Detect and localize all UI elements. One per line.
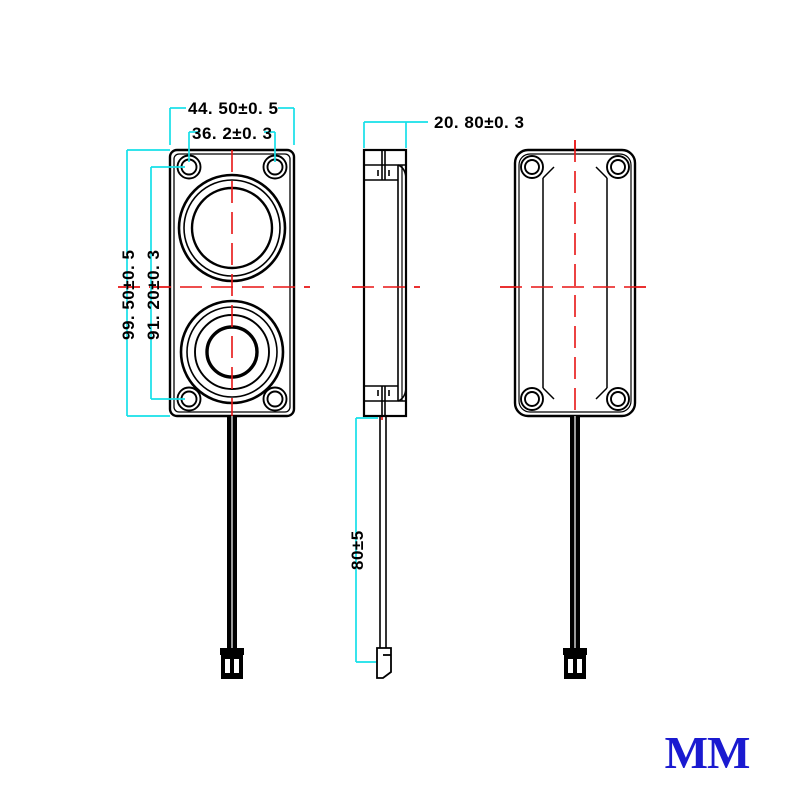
rear-view-lead-wire	[570, 416, 580, 648]
dim-hole-pitch-width-label: 36. 2±0. 3	[192, 124, 273, 143]
rear-view-centerline-overlay	[500, 140, 653, 430]
rear-view-mounting-holes	[520, 155, 630, 411]
dim-overall-height-label: 99. 50±0. 5	[119, 250, 138, 340]
rear-view-rails	[542, 178, 608, 388]
dim-wire-length-label: 80±5	[348, 530, 367, 570]
side-view-dimension-labels: 20. 80±0. 3 80±5	[348, 113, 524, 570]
side-view-lead-wire	[379, 416, 387, 648]
side-view	[352, 148, 420, 679]
rear-view-connector	[563, 648, 587, 679]
front-view-dimensions	[126, 107, 295, 417]
dim-overall-width-lines	[169, 107, 295, 145]
front-view-dimension-labels: 44. 50±0. 5 36. 2±0. 3 99. 50±0. 5 91. 2…	[119, 99, 278, 340]
rear-view	[500, 140, 653, 679]
dim-depth-lines	[363, 121, 428, 148]
front-view	[118, 148, 310, 679]
dim-hole-pitch-width-lines	[188, 131, 276, 162]
side-view-body	[362, 148, 408, 418]
front-view-centerline-overlay	[118, 150, 310, 425]
side-view-dimensions	[355, 121, 428, 663]
side-view-top-detail	[364, 150, 407, 181]
dim-wire-length-lines	[355, 417, 378, 663]
dim-overall-width-label: 44. 50±0. 5	[188, 99, 278, 118]
dim-hole-pitch-height-label: 91. 20±0. 3	[144, 250, 163, 340]
watermark-logo: MM	[665, 727, 750, 778]
side-view-bottom-detail	[364, 385, 407, 416]
dim-overall-height-lines	[126, 149, 170, 417]
front-view-lead-wire	[227, 416, 237, 648]
dim-hole-pitch-height-lines	[150, 166, 185, 400]
front-view-connector	[220, 648, 244, 679]
side-view-connector	[376, 647, 392, 679]
dim-depth-label: 20. 80±0. 3	[434, 113, 524, 132]
rear-view-hole-chamfers	[542, 166, 608, 400]
